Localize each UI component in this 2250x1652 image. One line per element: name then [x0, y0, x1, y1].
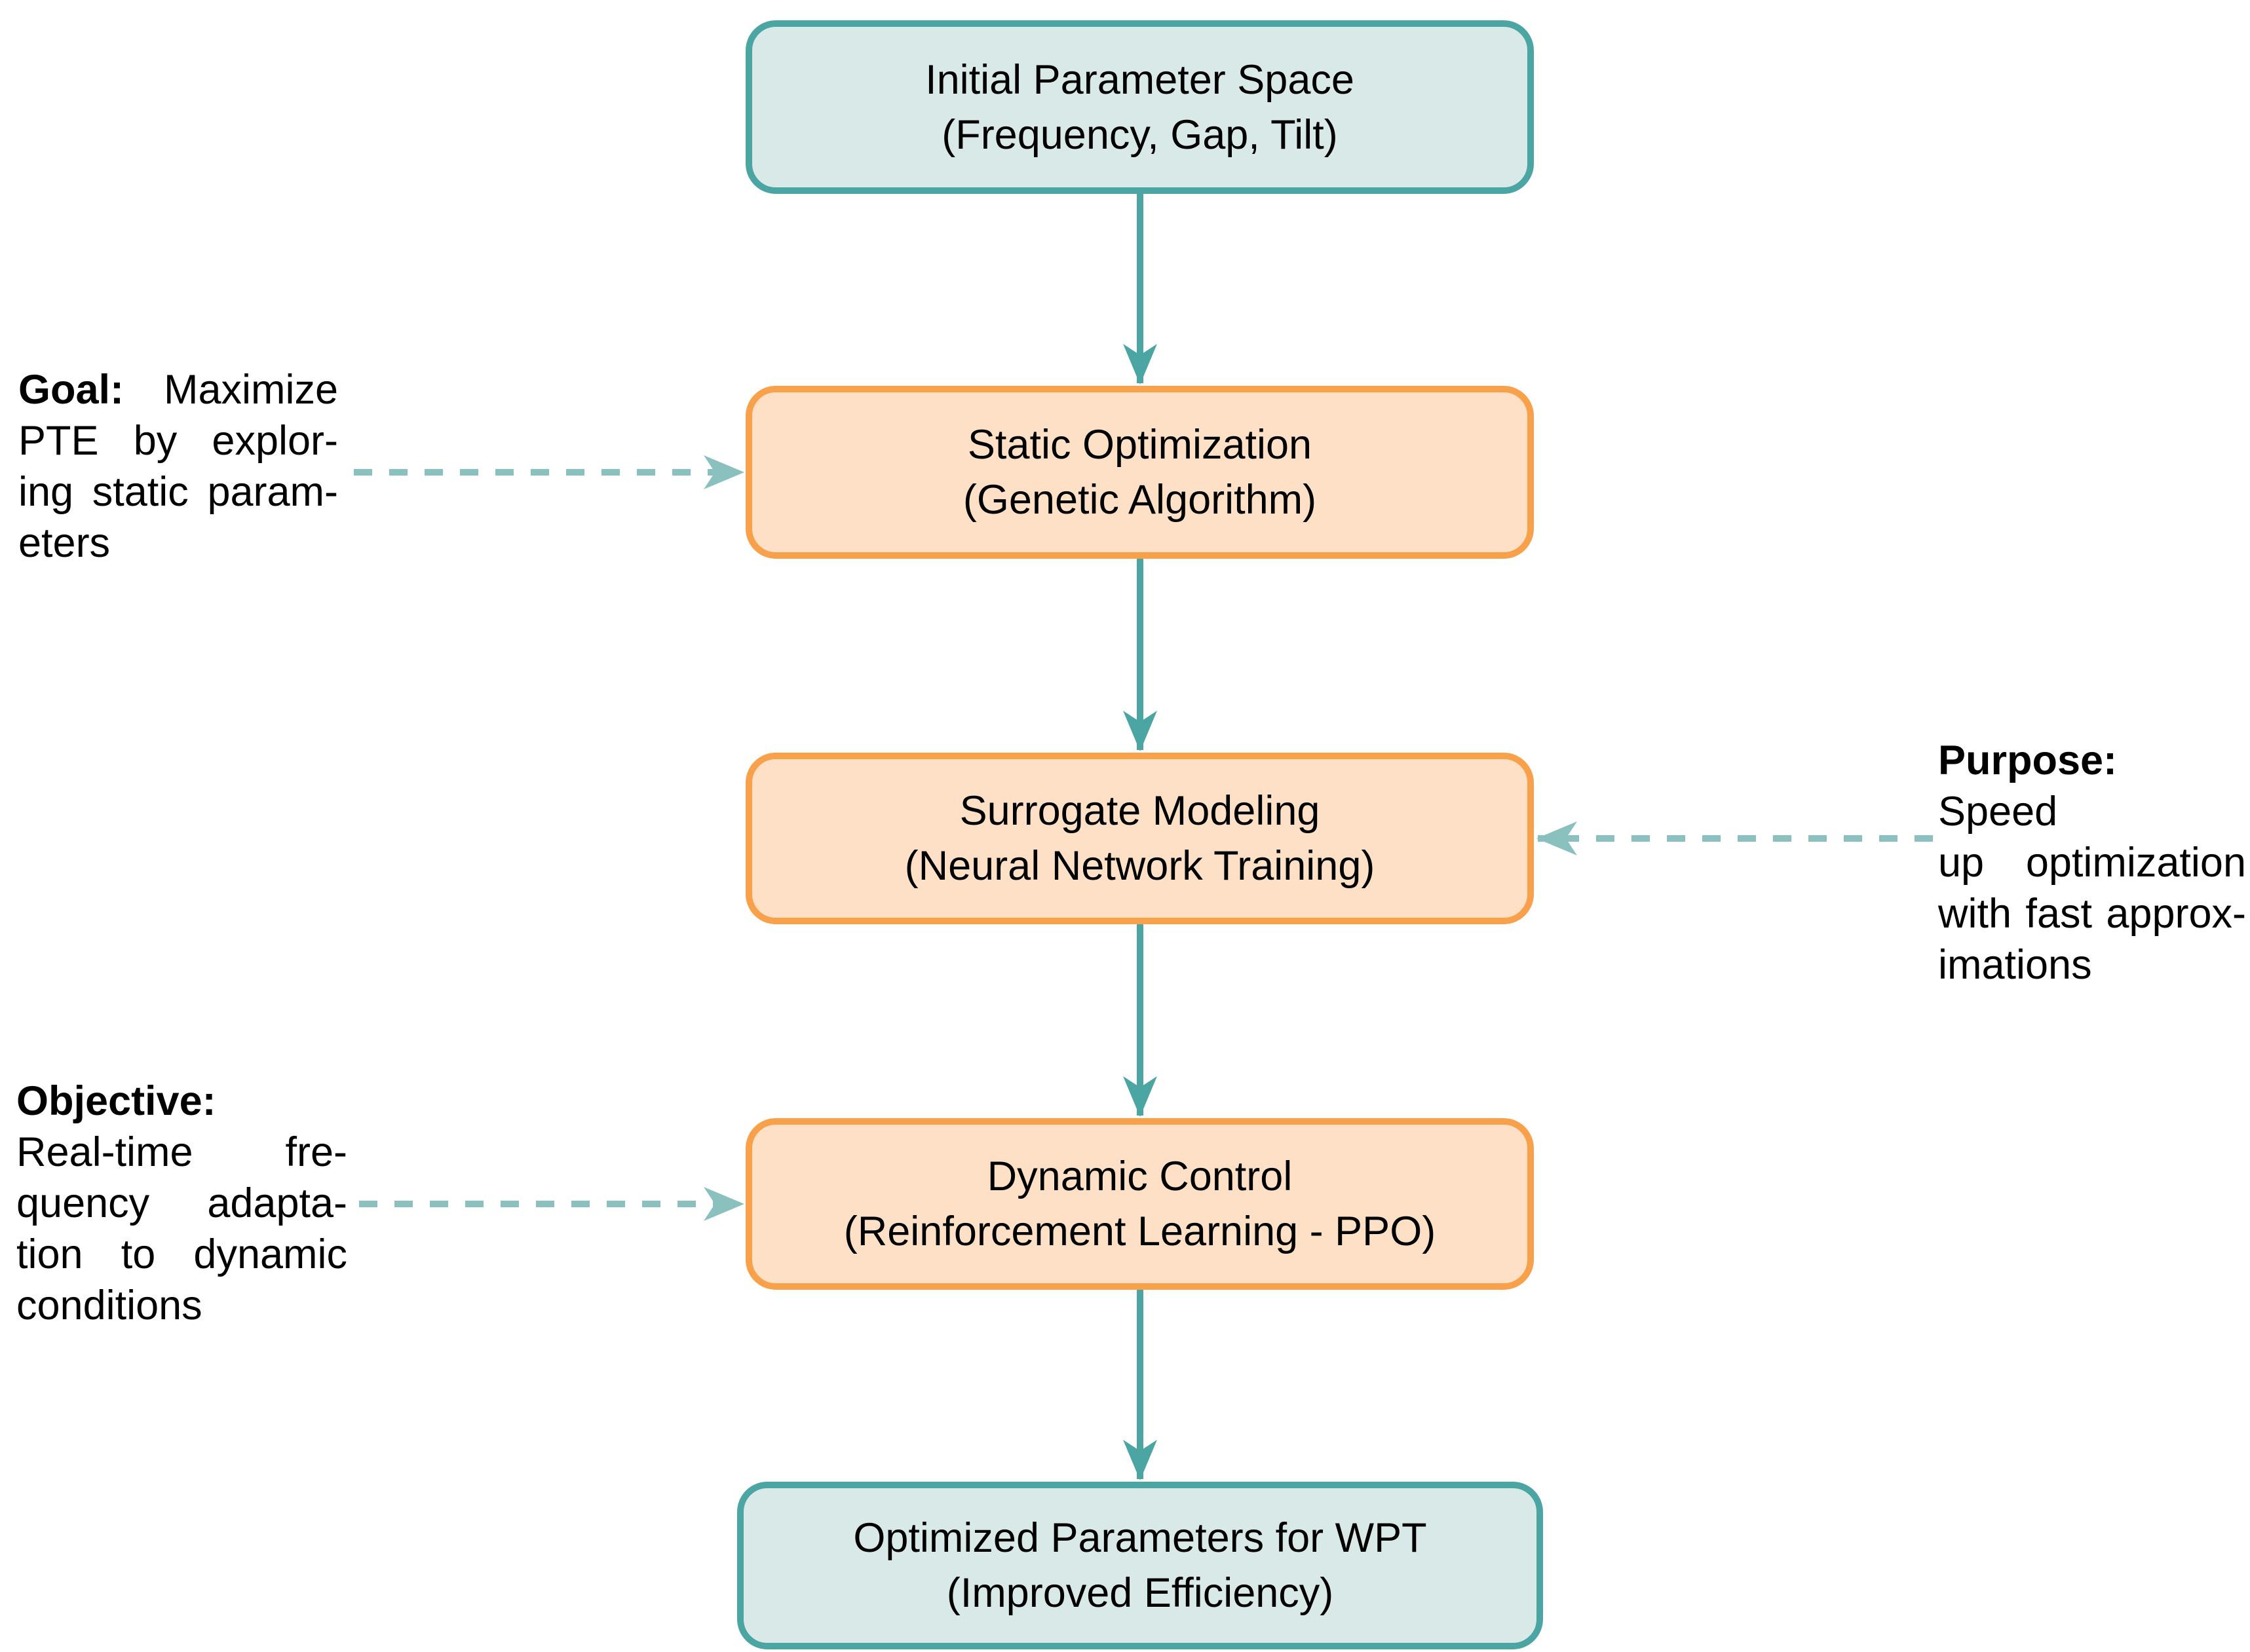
node-surrogate-modeling: Surrogate Modeling (Neural Network Train…: [746, 753, 1534, 924]
annotation-line: eters: [18, 520, 111, 566]
node-initial-parameter-space: Initial Parameter Space (Frequency, Gap,…: [746, 20, 1534, 194]
node-subtitle: (Reinforcement Learning - PPO): [843, 1209, 1436, 1254]
annotation-heading: Purpose:: [1938, 738, 2118, 783]
node-title: Dynamic Control: [987, 1154, 1293, 1199]
annotation-line: PTE by explor-: [18, 418, 338, 464]
annotation-line: Objective:: [16, 1076, 347, 1127]
node-optimized-parameters: Optimized Parameters for WPT (Improved E…: [737, 1482, 1543, 1649]
annotation-line: Purpose: Speed: [1938, 738, 2118, 835]
node-title: Static Optimization: [967, 422, 1312, 468]
annotation-line: Goal: Maximize: [18, 367, 338, 413]
node-subtitle: (Frequency, Gap, Tilt): [942, 111, 1338, 158]
annotation-line: conditions: [16, 1283, 202, 1328]
annotation-purpose: Purpose: Speed up optimization with fast…: [1938, 735, 2246, 990]
annotation-line: up optimization: [1938, 840, 2246, 886]
node-dynamic-control: Dynamic Control (Reinforcement Learning …: [746, 1118, 1534, 1290]
node-subtitle: (Neural Network Training): [904, 843, 1375, 889]
annotation-line: tion to dynamic: [16, 1231, 347, 1277]
annotation-line: Real-time fre-: [16, 1129, 347, 1175]
annotation-line: with fast approx-: [1938, 891, 2246, 937]
annotation-line: quency adapta-: [16, 1180, 347, 1226]
annotation-heading: Objective:: [16, 1078, 216, 1124]
node-subtitle: (Improved Efficiency): [946, 1570, 1334, 1616]
node-title: Initial Parameter Space: [925, 56, 1354, 103]
annotation-line: imations: [1938, 942, 2092, 988]
annotation-objective: Objective: Real-time fre- quency adapta-…: [16, 1076, 347, 1331]
annotation-goal: Goal: Maximize PTE by explor- ing static…: [18, 364, 338, 569]
annotation-line: ing static param-: [18, 469, 338, 515]
node-static-optimization: Static Optimization (Genetic Algorithm): [746, 386, 1534, 559]
node-title: Surrogate Modeling: [959, 788, 1320, 834]
annotation-heading: Goal:: [18, 367, 124, 413]
node-title: Optimized Parameters for WPT: [853, 1515, 1427, 1561]
node-subtitle: (Genetic Algorithm): [963, 477, 1317, 523]
